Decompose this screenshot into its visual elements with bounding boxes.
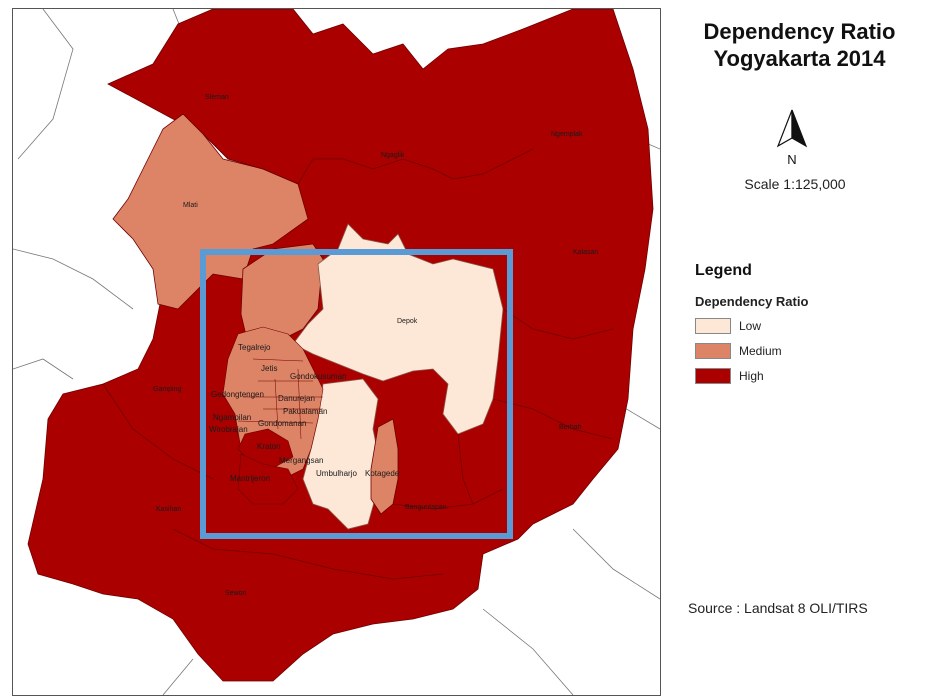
legend-swatch-high (695, 368, 731, 384)
legend-item-low: Low (695, 317, 761, 335)
legend-label-medium: Medium (739, 344, 782, 358)
label-banguntapan: Banguntapan (405, 504, 447, 511)
label-gondokusuman: Gondokusuman (290, 372, 346, 381)
high-region-kraton (237, 428, 294, 468)
legend-label-low: Low (739, 319, 762, 333)
legend-label-high: High (739, 369, 764, 383)
label-mantrijeron: Mantrijeron (230, 474, 270, 483)
legend-item-high: High (695, 367, 764, 385)
label-ngemplak: Ngemplak (551, 131, 583, 138)
label-ngaglik: Ngaglik (381, 152, 405, 159)
label-mergangsan: Mergangsan (279, 456, 323, 465)
label-kasihan: Kasihan (156, 506, 181, 513)
label-sewon: Sewon (225, 590, 247, 597)
north-arrow-icon: N (776, 109, 808, 167)
map-title: Dependency Ratio Yogyakarta 2014 (672, 18, 927, 72)
low-region-central (302, 378, 382, 530)
label-gamping: Gamping (153, 386, 182, 393)
label-depok: Depok (397, 318, 418, 325)
label-sleman: Sleman (205, 94, 229, 101)
label-kraton: Kraton (257, 442, 281, 451)
label-tegalrejo: Tegalrejo (238, 343, 271, 352)
north-letter: N (787, 152, 796, 167)
label-mlati: Mlati (183, 202, 198, 209)
label-gondomanan: Gondomanan (258, 419, 306, 428)
legend-swatch-medium (695, 343, 731, 359)
label-wirobrajan: Wirobrajan (209, 425, 248, 434)
label-gedongtengen: Gedongtengen (211, 390, 264, 399)
district-borders (237, 358, 323, 440)
low-region-depok (292, 223, 504, 435)
label-danurejan: Danurejan (278, 394, 315, 403)
legend-title: Legend (695, 262, 752, 279)
map-canvas[interactable]: Sleman Ngaglik Ngemplak Mlati Kalasan De… (13, 9, 660, 695)
label-kalasan: Kalasan (573, 249, 598, 256)
label-jetis: Jetis (261, 364, 277, 373)
label-pakualaman: Pakualaman (283, 407, 327, 416)
medium-region-mlati (112, 113, 309, 310)
title-line-2: Yogyakarta 2014 (713, 46, 886, 71)
region-borders (102, 133, 614, 580)
label-umbulharjo: Umbulharjo (316, 469, 357, 478)
legend-item-medium: Medium (695, 342, 782, 360)
legend-swatch-low (695, 318, 731, 334)
scale-text: Scale 1:125,000 (744, 176, 846, 192)
source-text: Source : Landsat 8 OLI/TIRS (688, 600, 868, 616)
high-region-mantrijeron (237, 453, 299, 505)
legend-subtitle: Dependency Ratio (695, 294, 809, 309)
map-frame[interactable]: Sleman Ngaglik Ngemplak Mlati Kalasan De… (12, 8, 661, 696)
label-ngampilan: Ngampilan (213, 413, 251, 422)
label-berbah: Berbah (559, 424, 582, 431)
title-line-1: Dependency Ratio (703, 19, 896, 44)
focus-box (200, 249, 513, 539)
label-kotagede: Kotagede (365, 469, 400, 478)
